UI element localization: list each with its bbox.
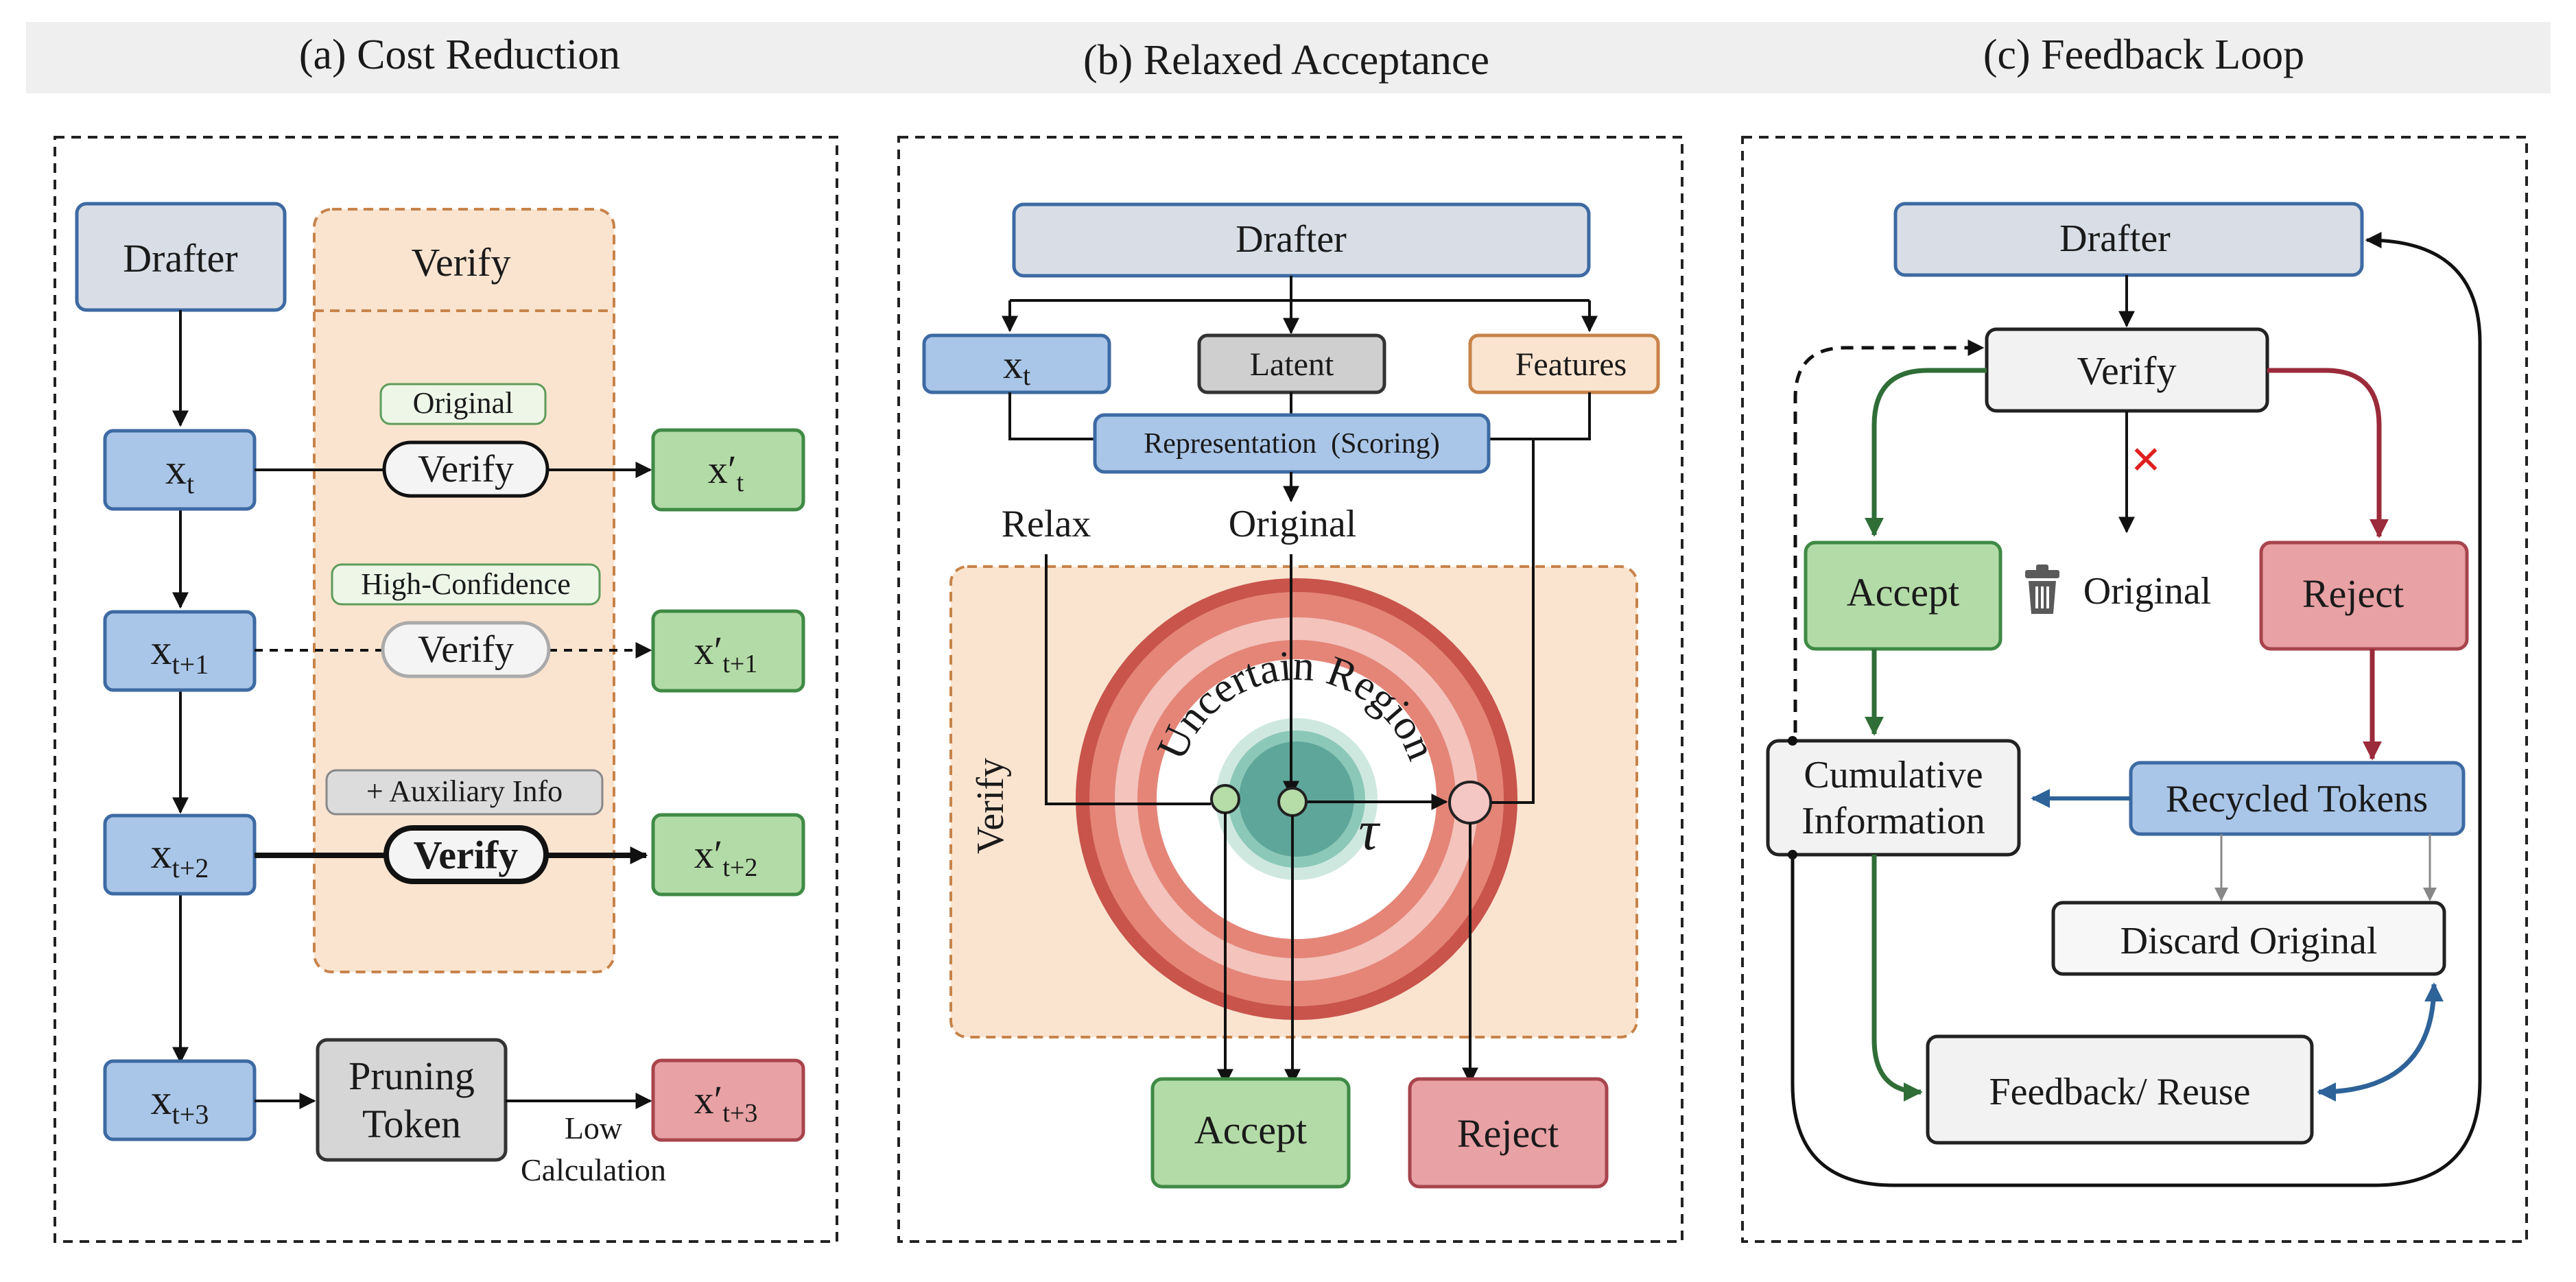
x-out-t2-box: xʹt+2 [651, 813, 805, 897]
svg-text:xt+3: xt+3 [151, 1077, 209, 1130]
tau-symbol: τ [1358, 799, 1380, 862]
svg-text:xʹt: xʹt [708, 447, 744, 497]
accept-c-box: Accept [1804, 541, 2002, 651]
cumulative-info-box: Cumulative Information [1766, 739, 2021, 857]
recycled-tokens-box: Recycled Tokens [2129, 761, 2466, 836]
panel-a-title: (a) Cost Reduction [299, 32, 620, 78]
svg-text:Cumulative: Cumulative [1804, 754, 1983, 796]
drafter-b-box: Drafter [1012, 202, 1591, 278]
svg-text:Information: Information [1801, 800, 1985, 842]
svg-text:Verify: Verify [414, 833, 518, 877]
x-t3-box: xt+3 [103, 1059, 257, 1141]
verify-pill-original: Verify [382, 440, 550, 498]
trash-icon [2025, 565, 2059, 614]
svg-text:Accept: Accept [1847, 570, 1959, 615]
svg-text:Feedback/ Reuse: Feedback/ Reuse [1989, 1071, 2251, 1113]
x-out-t1-box: xʹt+1 [651, 609, 805, 693]
svg-text:Recycled Tokens: Recycled Tokens [2166, 778, 2428, 820]
original-node [1277, 787, 1308, 817]
panel-c-title: (c) Feedback Loop [1983, 32, 2304, 78]
panel-a-frame [54, 136, 838, 1243]
uncertainty-rings [1076, 578, 1517, 1020]
panel-b-frame [897, 136, 1683, 1243]
svg-text:xʹt+2: xʹt+2 [694, 832, 758, 882]
svg-text:Verify: Verify [418, 628, 514, 671]
original-c-label: Original [2083, 570, 2212, 613]
tag-auxiliary-info: + Auxiliary Info [325, 769, 604, 816]
x-out-t3-box: xʹt+3 [651, 1058, 805, 1142]
relax-node [1210, 784, 1240, 814]
svg-text:Reject: Reject [1457, 1111, 1559, 1156]
svg-text:Verify: Verify [2077, 348, 2177, 393]
accept-b-box: Accept [1150, 1077, 1351, 1189]
low-calc-line1: Low [565, 1111, 623, 1146]
svg-text:Pruning: Pruning [348, 1054, 475, 1098]
verify-c-box: Verify [1985, 327, 2269, 413]
svg-text:xt+1: xt+1 [151, 627, 209, 680]
svg-text:Accept: Accept [1194, 1108, 1307, 1152]
panel-b: Drafter xt Latent Features Representatio… [897, 136, 1683, 1243]
svg-text:Features: Features [1515, 346, 1627, 383]
panel-c: Drafter Verify ✕ Accept Original [1741, 136, 2528, 1243]
pruning-token-box: Pruning Token [316, 1038, 508, 1162]
drafter-c-box: Drafter [1893, 202, 2364, 277]
svg-text:xt: xt [1003, 342, 1030, 391]
svg-text:xt+2: xt+2 [151, 831, 209, 883]
svg-text:xt: xt [165, 447, 194, 499]
x-t2-box: xt+2 [103, 814, 257, 896]
verify-pill-high-confidence: Verify [381, 621, 551, 678]
low-calc-line2: Calculation [521, 1152, 666, 1187]
svg-text:Representation (Scoring): Representation (Scoring) [1144, 428, 1440, 460]
svg-text:Drafter: Drafter [2059, 217, 2171, 260]
reject-b-box: Reject [1408, 1077, 1609, 1189]
panel-b-title: (b) Relaxed Acceptance [1083, 37, 1489, 84]
svg-text:Verify: Verify [418, 448, 514, 490]
svg-text:Reject: Reject [2302, 571, 2404, 616]
x-out-t-box: xʹt [651, 428, 805, 512]
svg-text:Token: Token [362, 1102, 461, 1146]
discard-original-box: Discard Original [2051, 901, 2446, 976]
relax-label: Relax [1002, 503, 1091, 545]
title-strip [26, 22, 2551, 93]
svg-text:Latent: Latent [1250, 346, 1334, 383]
original-label: Original [1229, 503, 1357, 545]
svg-text:High-Confidence: High-Confidence [361, 567, 570, 601]
panel-c-frame [1741, 136, 2528, 1243]
svg-text:Original: Original [413, 386, 514, 420]
svg-text:xʹt+3: xʹt+3 [694, 1078, 758, 1128]
features-box: Features [1468, 333, 1660, 394]
feedback-reuse-box: Feedback/ Reuse [1926, 1034, 2314, 1145]
verify-pill-auxiliary: Verify [383, 825, 549, 884]
verify-b-label: Verify [969, 758, 1012, 854]
latent-box: Latent [1197, 333, 1386, 394]
cross-icon: ✕ [2130, 438, 2162, 482]
xt-b-box: xt [922, 333, 1111, 394]
svg-text:Drafter: Drafter [1236, 218, 1347, 261]
svg-text:+ Auxiliary Info: + Auxiliary Info [366, 774, 563, 808]
x-t-box: xt [103, 429, 257, 511]
drafter-label: Drafter [123, 236, 237, 281]
representation-box: Representation (Scoring) [1093, 413, 1491, 474]
tag-original: Original [379, 383, 547, 425]
x-t1-box: xt+1 [103, 610, 257, 692]
verify-region-header: Verify [412, 240, 511, 285]
threshold-node [1448, 781, 1492, 824]
svg-text:xʹt+1: xʹt+1 [694, 628, 758, 678]
panel-a: Verify Drafter xt xt+1 xt+2 xt+3 Orig [54, 136, 838, 1243]
svg-text:Discard Original: Discard Original [2120, 920, 2378, 962]
tag-high-confidence: High-Confidence [331, 563, 601, 606]
reject-c-box: Reject [2259, 541, 2469, 651]
